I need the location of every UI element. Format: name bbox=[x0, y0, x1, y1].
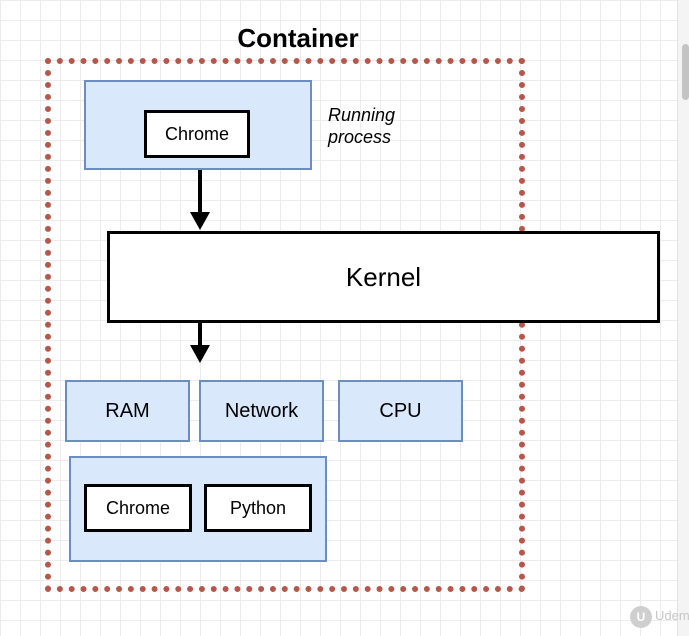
scrollbar-thumb[interactable] bbox=[682, 44, 689, 100]
network-box: Network bbox=[199, 380, 324, 442]
container-boundary bbox=[45, 58, 525, 592]
arrow-kernel-to-resources bbox=[190, 323, 210, 363]
watermark-text: Udem bbox=[655, 608, 689, 623]
udemy-logo-icon: U bbox=[630, 606, 652, 628]
arrow-process-to-kernel bbox=[190, 170, 210, 230]
top-chrome-process: Chrome bbox=[144, 110, 250, 158]
ram-box: RAM bbox=[65, 380, 190, 442]
storage-chrome-item: Chrome bbox=[84, 484, 192, 532]
storage-python-item: Python bbox=[204, 484, 312, 532]
vertical-scrollbar[interactable] bbox=[677, 0, 689, 636]
cpu-box: CPU bbox=[338, 380, 463, 442]
container-title: Container bbox=[237, 23, 359, 53]
kernel-box: Kernel bbox=[107, 231, 660, 323]
running-process-label: Running process bbox=[328, 105, 396, 147]
